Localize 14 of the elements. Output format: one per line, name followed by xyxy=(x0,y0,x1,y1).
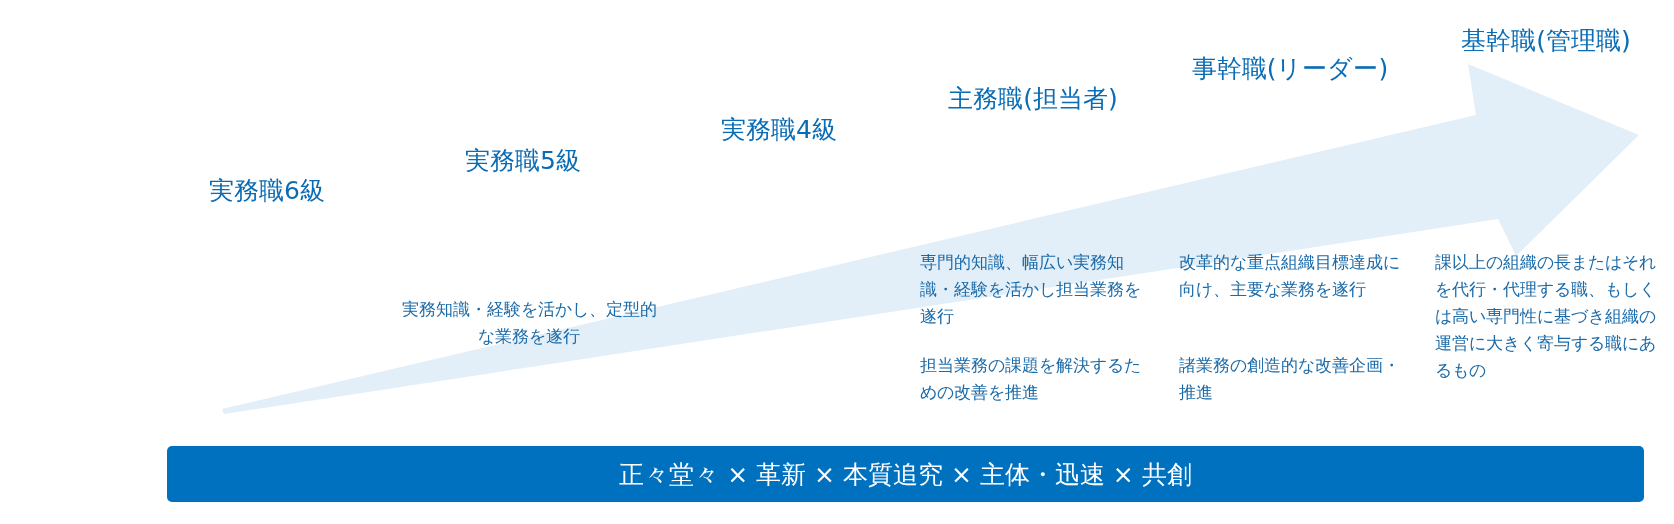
values-text: 正々堂々 × 革新 × 本質追究 × 主体・迅速 × 共創 xyxy=(619,458,1192,491)
description-text: 改革的な重点組織目標達成に向け、主要な業務を遂行 xyxy=(1179,251,1401,301)
description-text: 担当業務の課題を解決するための改善を推進 xyxy=(920,354,1142,404)
description-text: 諸業務の創造的な改善企画・推進 xyxy=(1179,354,1401,404)
values-bar xyxy=(167,446,1644,502)
level-title: 主務職(担当者) xyxy=(948,82,1118,115)
level-title: 基幹職(管理職) xyxy=(1461,24,1631,57)
level-title: 事幹職(リーダー) xyxy=(1191,52,1389,85)
description-text: 実務知識・経験を活かし、定型的な業務を遂行 xyxy=(400,298,658,348)
level-title: 実務職6級 xyxy=(209,174,325,207)
level-title: 実務職5級 xyxy=(465,144,581,177)
description-text: 課以上の組織の長またはそれを代行・代理する職、もしくは高い専門性に基づき組織の運営に大きく寄与する職にあるもの xyxy=(1435,251,1657,382)
level-title: 実務職4級 xyxy=(721,113,837,146)
description-text: 専門的知識、幅広い実務知識・経験を活かし担当業務を遂行 xyxy=(920,251,1142,328)
